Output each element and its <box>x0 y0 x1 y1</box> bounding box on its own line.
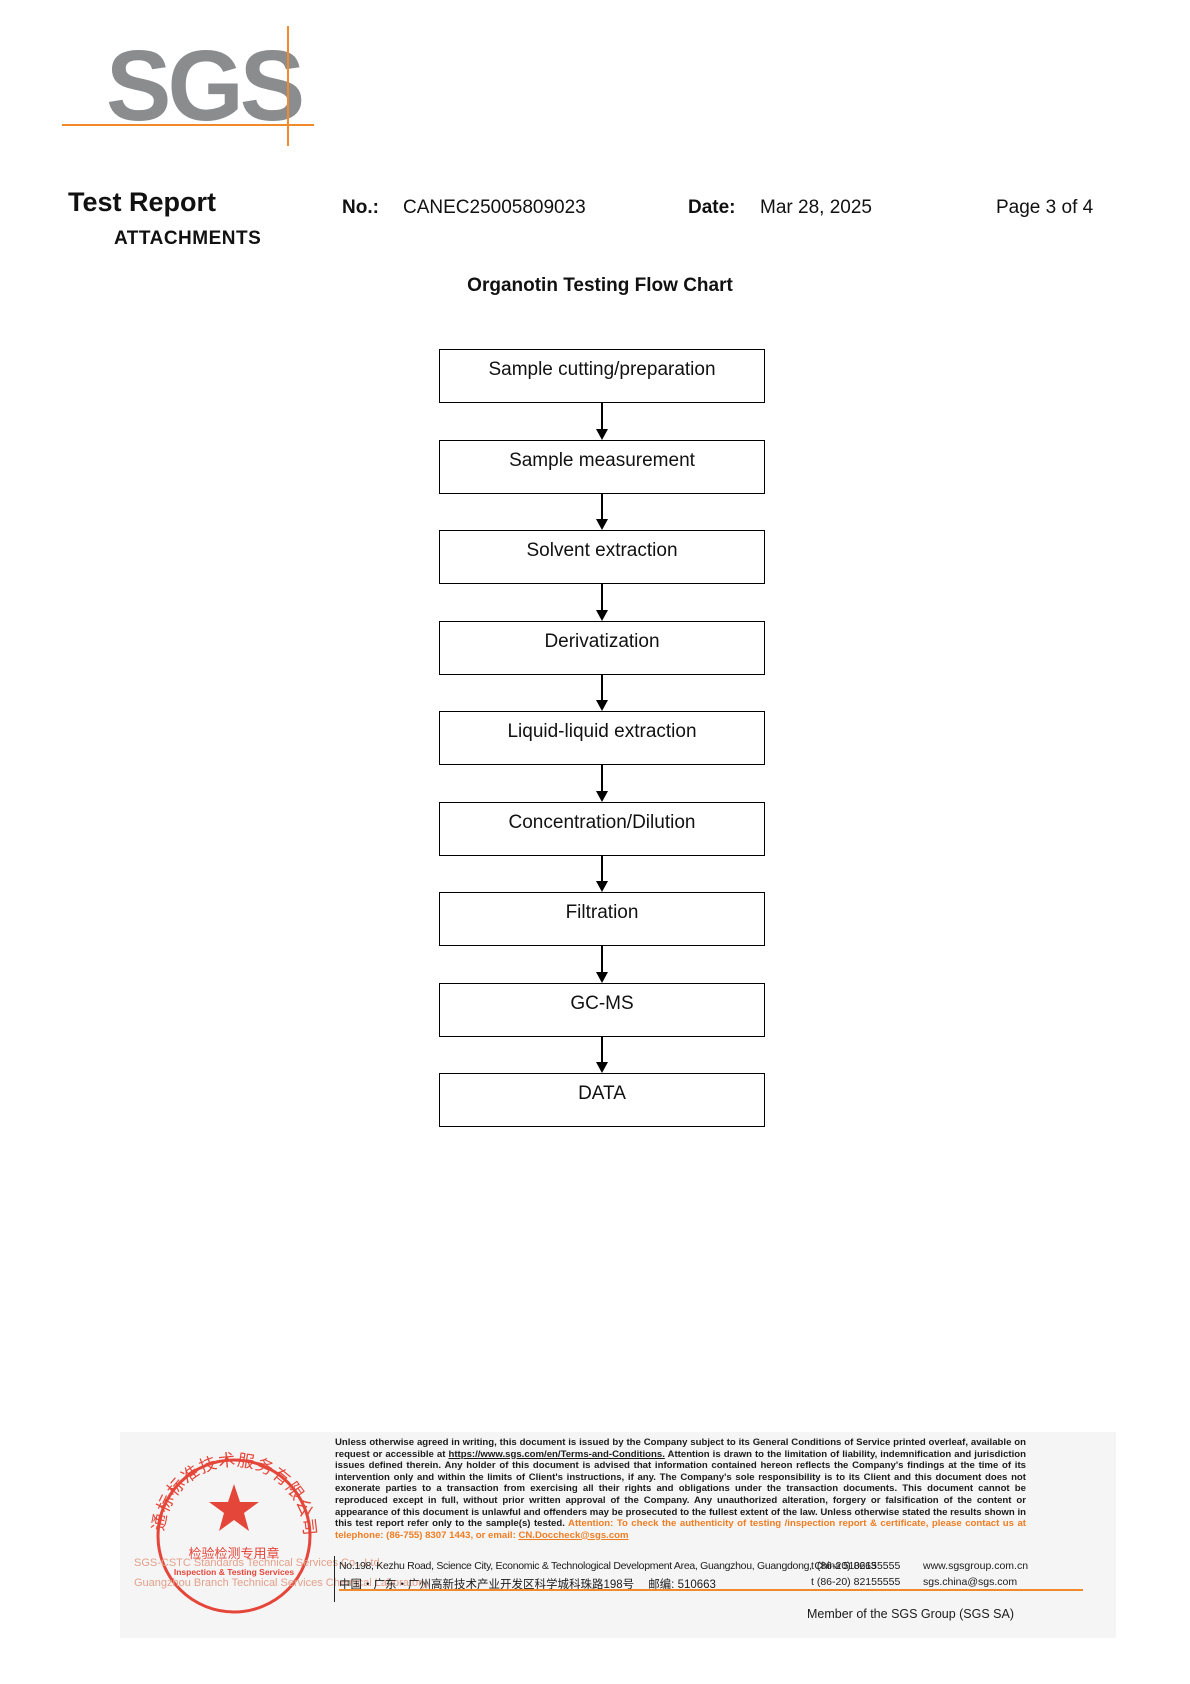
arrow-down-icon <box>596 1062 608 1073</box>
flow-step-label: GC-MS <box>570 993 634 1014</box>
logo-vertical-rule <box>287 26 289 146</box>
flow-arrow-line <box>601 946 603 973</box>
arrow-down-icon <box>596 881 608 892</box>
telephone-1: t (86-20) 82155555 <box>811 1560 901 1572</box>
flow-step-label: Concentration/Dilution <box>508 812 696 833</box>
flow-step-box: GC-MS <box>439 983 765 1037</box>
flow-arrow-line <box>601 403 603 430</box>
logo-horizontal-rule <box>62 124 314 126</box>
footer-orange-rule <box>339 1589 1083 1591</box>
website-link[interactable]: www.sgsgroup.com.cn <box>923 1560 1029 1572</box>
flowchart-title: Organotin Testing Flow Chart <box>467 275 733 296</box>
flow-step-box: Sample measurement <box>439 440 765 494</box>
report-subtitle: ATTACHMENTS <box>114 228 262 249</box>
flow-arrow-line <box>601 856 603 882</box>
address-chinese: 中国・广东・广州高新技术产业开发区科学城科珠路198号 邮编: 510663 <box>339 1576 716 1592</box>
flow-step-box: Solvent extraction <box>439 530 765 584</box>
arrow-down-icon <box>596 700 608 711</box>
seal-inner-cn: 检验检测专用章 <box>188 1546 279 1561</box>
arrow-down-icon <box>596 429 608 440</box>
address-english: No.198, Kezhu Road, Science City, Econom… <box>339 1560 877 1572</box>
disclaimer-text-2: Attention is drawn to the limitation of … <box>335 1448 1026 1530</box>
flow-step-label: Solvent extraction <box>526 540 678 561</box>
flow-step-box: Liquid-liquid extraction <box>439 711 765 765</box>
report-date-value: Mar 28, 2025 <box>760 197 872 218</box>
flow-arrow-line <box>601 765 603 792</box>
legal-disclaimer: Unless otherwise agreed in writing, this… <box>335 1437 1026 1541</box>
report-number-value: CANEC25005809023 <box>403 197 586 218</box>
seal-inner-en: Inspection & Testing Services <box>174 1567 295 1577</box>
postcode-chinese: 邮编: 510663 <box>648 1579 716 1591</box>
footer-vertical-divider <box>334 1556 335 1602</box>
flow-step-label: DATA <box>578 1083 626 1104</box>
flow-step-box: Concentration/Dilution <box>439 802 765 856</box>
arrow-down-icon <box>596 791 608 802</box>
flow-step-box: Filtration <box>439 892 765 946</box>
contact-email-link[interactable]: sgs.china@sgs.com <box>923 1576 1018 1588</box>
report-date-label: Date: <box>688 197 736 218</box>
flow-arrow-line <box>601 494 603 520</box>
footer-background <box>120 1432 1116 1638</box>
doccheck-email-link[interactable]: CN.Doccheck@sgs.com <box>518 1529 629 1541</box>
telephone-2: t (86-20) 82155555 <box>811 1576 901 1588</box>
flow-step-box: Sample cutting/preparation <box>439 349 765 403</box>
report-number-label: No.: <box>342 197 379 218</box>
lab-name-line-1: SGS-CSTC Standards Technical Services Co… <box>134 1557 383 1569</box>
flow-step-box: DATA <box>439 1073 765 1127</box>
flow-step-label: Sample cutting/preparation <box>488 359 716 380</box>
flow-step-box: Derivatization <box>439 621 765 675</box>
attention-text: Attention: To check the authenticity of … <box>335 1518 1027 1541</box>
disclaimer-text-1: Unless otherwise agreed in writing, this… <box>335 1437 1026 1460</box>
flow-arrow-line <box>601 1037 603 1063</box>
lab-name-line-2: Guangzhou Branch Technical Services Chem… <box>134 1577 430 1589</box>
company-seal-stamp: 通标标准技术服务有限公司广州分公司 检验检测专用章 Inspection & T… <box>130 1432 318 1614</box>
address-chinese-text: 中国・广东・广州高新技术产业开发区科学城科珠路198号 <box>339 1579 635 1591</box>
page-number: Page 3 of 4 <box>996 197 1094 218</box>
flow-step-label: Filtration <box>565 902 639 923</box>
sgs-logo: SGS <box>62 26 314 146</box>
authenticity-notice: Attention: To check the authenticity of … <box>335 1518 1026 1541</box>
logo-wordmark: SGS <box>106 30 305 142</box>
sgs-group-membership: Member of the SGS Group (SGS SA) <box>807 1607 1015 1621</box>
star-icon <box>209 1484 259 1531</box>
flow-step-label: Liquid-liquid extraction <box>507 721 697 742</box>
arrow-down-icon <box>596 972 608 983</box>
flow-arrow-line <box>601 584 603 611</box>
arrow-down-icon <box>596 610 608 621</box>
report-title: Test Report <box>68 187 217 217</box>
flow-step-label: Derivatization <box>544 631 660 652</box>
arrow-down-icon <box>596 519 608 530</box>
flow-step-label: Sample measurement <box>509 450 695 471</box>
terms-link[interactable]: https://www.sgs.com/en/Terms-and-Conditi… <box>448 1448 665 1460</box>
flow-arrow-line <box>601 675 603 701</box>
